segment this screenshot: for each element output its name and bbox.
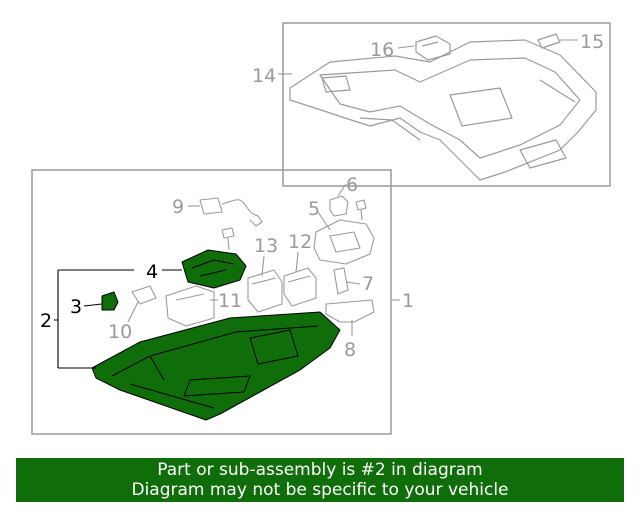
callout-3: 3 [70,296,82,318]
headliner-frame-inner [319,57,581,159]
leader-7 [345,281,361,285]
bracket-8-part [325,299,375,323]
bulb-7-part [333,267,349,295]
headliner-frame-rib [359,79,576,141]
callout-7: 7 [362,273,374,295]
leader-lines-group [54,39,578,369]
callout-13: 13 [254,235,278,257]
banner-line-2: Diagram may not be specific to your vehi… [131,480,509,500]
callouts-group: 14 16 15 9 6 5 13 12 7 1 8 11 10 4 3 2 [40,31,604,361]
bracket-11-part [165,285,215,327]
info-banner: Part or sub-assembly is #2 in diagram Di… [16,458,624,502]
callout-8: 8 [344,339,356,361]
callout-1: 1 [402,290,414,312]
overhead-console-2-detail [111,325,319,409]
module-4-part[interactable] [181,249,247,289]
callout-14: 14 [252,65,276,87]
callout-15: 15 [580,31,604,53]
banner-line-1: Part or sub-assembly is #2 in diagram [157,460,483,480]
callout-4: 4 [146,261,158,283]
callout-6: 6 [346,174,358,196]
screw-6-part [355,199,367,221]
highlighted-parts-group [91,249,341,421]
screw-part [221,227,235,251]
headliner-frame-window [449,87,513,127]
callout-12: 12 [288,231,312,253]
callout-9: 9 [172,196,184,218]
headliner-frame-slot-right [519,139,567,169]
leader-13 [261,255,265,277]
cap-10-part [131,285,157,305]
leader-5 [317,211,331,231]
leader-2 [54,269,134,369]
lower-frame-box [31,169,392,435]
bracket-16-part [415,35,451,61]
lamp-12-part [283,267,317,307]
headliner-frame-group [282,22,611,187]
leader-10 [127,301,139,323]
lamp-housing-5-part [313,219,375,265]
callout-16: 16 [370,39,394,61]
clip-6-part [329,195,349,217]
upper-frame-box [282,22,611,187]
overhead-console-2-part[interactable] [91,311,341,421]
leader-12 [295,251,299,273]
headliner-frame-slot-left [321,75,351,93]
leader-6 [337,183,347,197]
clip-3-part[interactable] [101,291,119,311]
callout-2: 2 [40,310,52,332]
clip-15-part [537,33,561,49]
leader-16 [397,45,415,49]
callout-11: 11 [218,290,242,312]
leader-3 [83,303,103,307]
lamp-13-part [247,269,283,313]
headliner-frame-part [289,39,597,181]
callout-10: 10 [108,321,132,343]
module-4-detail [191,259,235,277]
small-parts-group [131,195,375,327]
callout-5: 5 [308,198,320,220]
harness-9-part [199,197,263,227]
